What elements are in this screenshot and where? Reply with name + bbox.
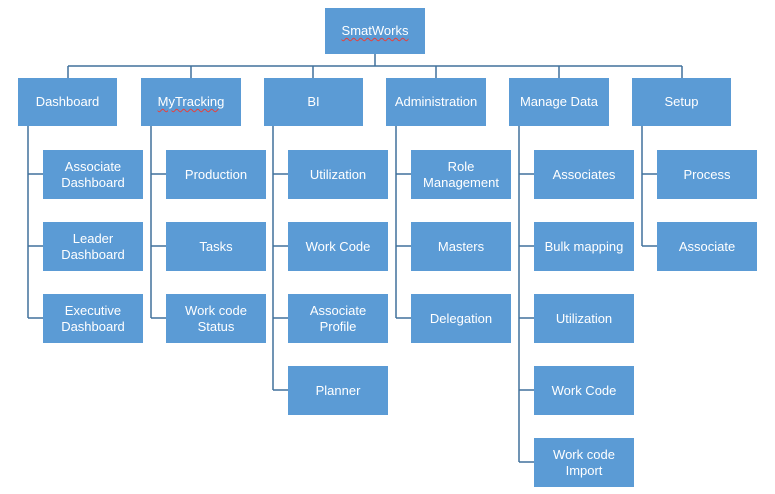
node-manage-data: Manage Data <box>509 78 609 126</box>
node-mytracking: MyTracking <box>141 78 241 126</box>
node-tasks: Tasks <box>166 222 266 271</box>
root-node: SmatWorks <box>325 8 425 54</box>
node-md-utilization: Utilization <box>534 294 634 343</box>
node-dashboard: Dashboard <box>18 78 117 126</box>
node-bi: BI <box>264 78 363 126</box>
node-bi-utilization: Utilization <box>288 150 388 199</box>
node-associate-profile: Associate Profile <box>288 294 388 343</box>
node-process: Process <box>657 150 757 199</box>
root-label: SmatWorks <box>341 23 409 38</box>
node-masters: Masters <box>411 222 511 271</box>
node-executive-dashboard: Executive Dashboard <box>43 294 143 343</box>
node-production: Production <box>166 150 266 199</box>
node-leader-dashboard: Leader Dashboard <box>43 222 143 271</box>
node-work-code-status: Work code Status <box>166 294 266 343</box>
node-associate-dashboard: Associate Dashboard <box>43 150 143 199</box>
node-mytracking-label: MyTracking <box>157 94 225 109</box>
node-role-management: Role Management <box>411 150 511 199</box>
node-associates: Associates <box>534 150 634 199</box>
node-administration: Administration <box>386 78 486 126</box>
node-setup-associate: Associate <box>657 222 757 271</box>
node-bi-work-code: Work Code <box>288 222 388 271</box>
node-work-code-import: Work code Import <box>534 438 634 487</box>
node-md-work-code: Work Code <box>534 366 634 415</box>
node-bulk-mapping: Bulk mapping <box>534 222 634 271</box>
node-delegation: Delegation <box>411 294 511 343</box>
node-setup: Setup <box>632 78 731 126</box>
node-planner: Planner <box>288 366 388 415</box>
